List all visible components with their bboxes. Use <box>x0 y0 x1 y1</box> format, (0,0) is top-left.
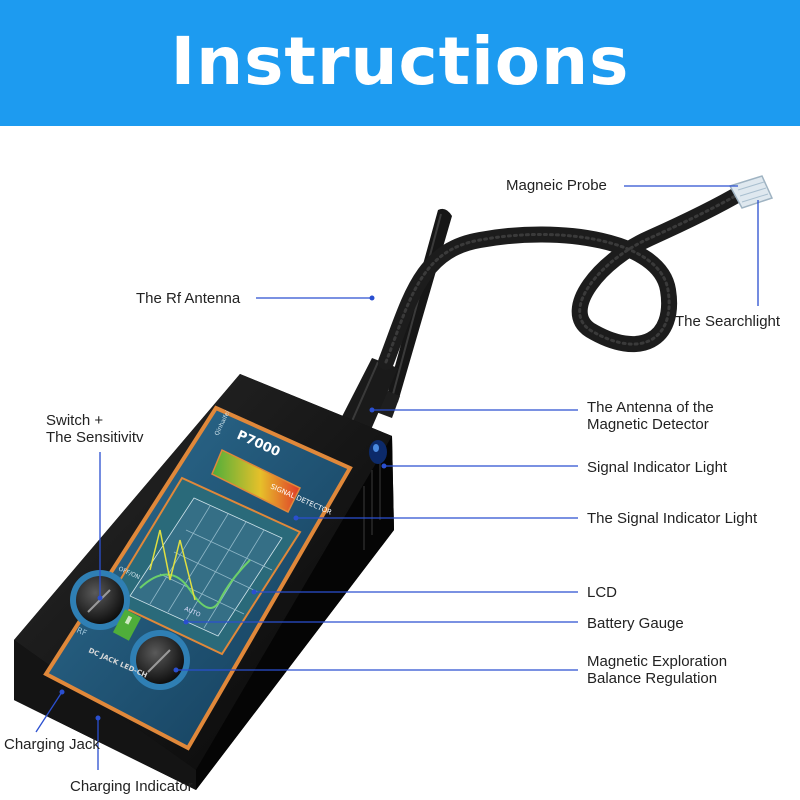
label-battery-gauge: Battery Gauge <box>587 615 684 632</box>
label-magnetic-antenna-line1: The Antenna of the <box>587 399 714 416</box>
rf-text: RF <box>75 626 88 639</box>
battery-gauge <box>112 609 142 641</box>
leader-charging-jack <box>35 691 63 733</box>
label-magnetic-antenna: The Antenna of the Magnetic Detector <box>587 399 714 433</box>
signal-bar-indicator <box>211 448 302 514</box>
lcd-screen <box>106 476 302 656</box>
label-searchlight: The Searchlight <box>675 313 781 330</box>
balance-knob[interactable] <box>130 630 190 690</box>
signal-indicator-led <box>369 440 387 464</box>
label-magnetic-balance-line1: Magnetic Exploration <box>587 653 728 670</box>
label-magnetic-probe: Magneic Probe <box>506 177 607 194</box>
label-lcd: LCD <box>587 584 618 601</box>
leader-dots <box>59 295 387 721</box>
page-title: Instructions <box>170 23 630 100</box>
label-switch-line2: The Sensitivitv <box>46 429 144 446</box>
label-switch-line1: Switch + <box>46 412 104 429</box>
label-switch-sensitivity: Switch + The Sensitivitv <box>46 412 144 446</box>
label-charging-jack: Charging Jack <box>4 736 100 753</box>
label-rf-antenna: The Rf Antenna <box>136 290 241 307</box>
magnetic-probe <box>728 175 774 209</box>
label-magnetic-balance: Magnetic Exploration Balance Regulation <box>587 653 727 687</box>
header-banner <box>0 0 800 126</box>
label-signal-light: Signal Indicator Light <box>587 459 728 476</box>
leader-lines <box>35 185 759 770</box>
label-magnetic-antenna-line2: Magnetic Detector <box>587 416 709 433</box>
label-charging-indicator: Charging Indicator <box>70 778 193 795</box>
label-signal-indicator-light: The Signal Indicator Light <box>587 510 758 527</box>
label-magnetic-balance-line2: Balance Regulation <box>587 670 718 687</box>
